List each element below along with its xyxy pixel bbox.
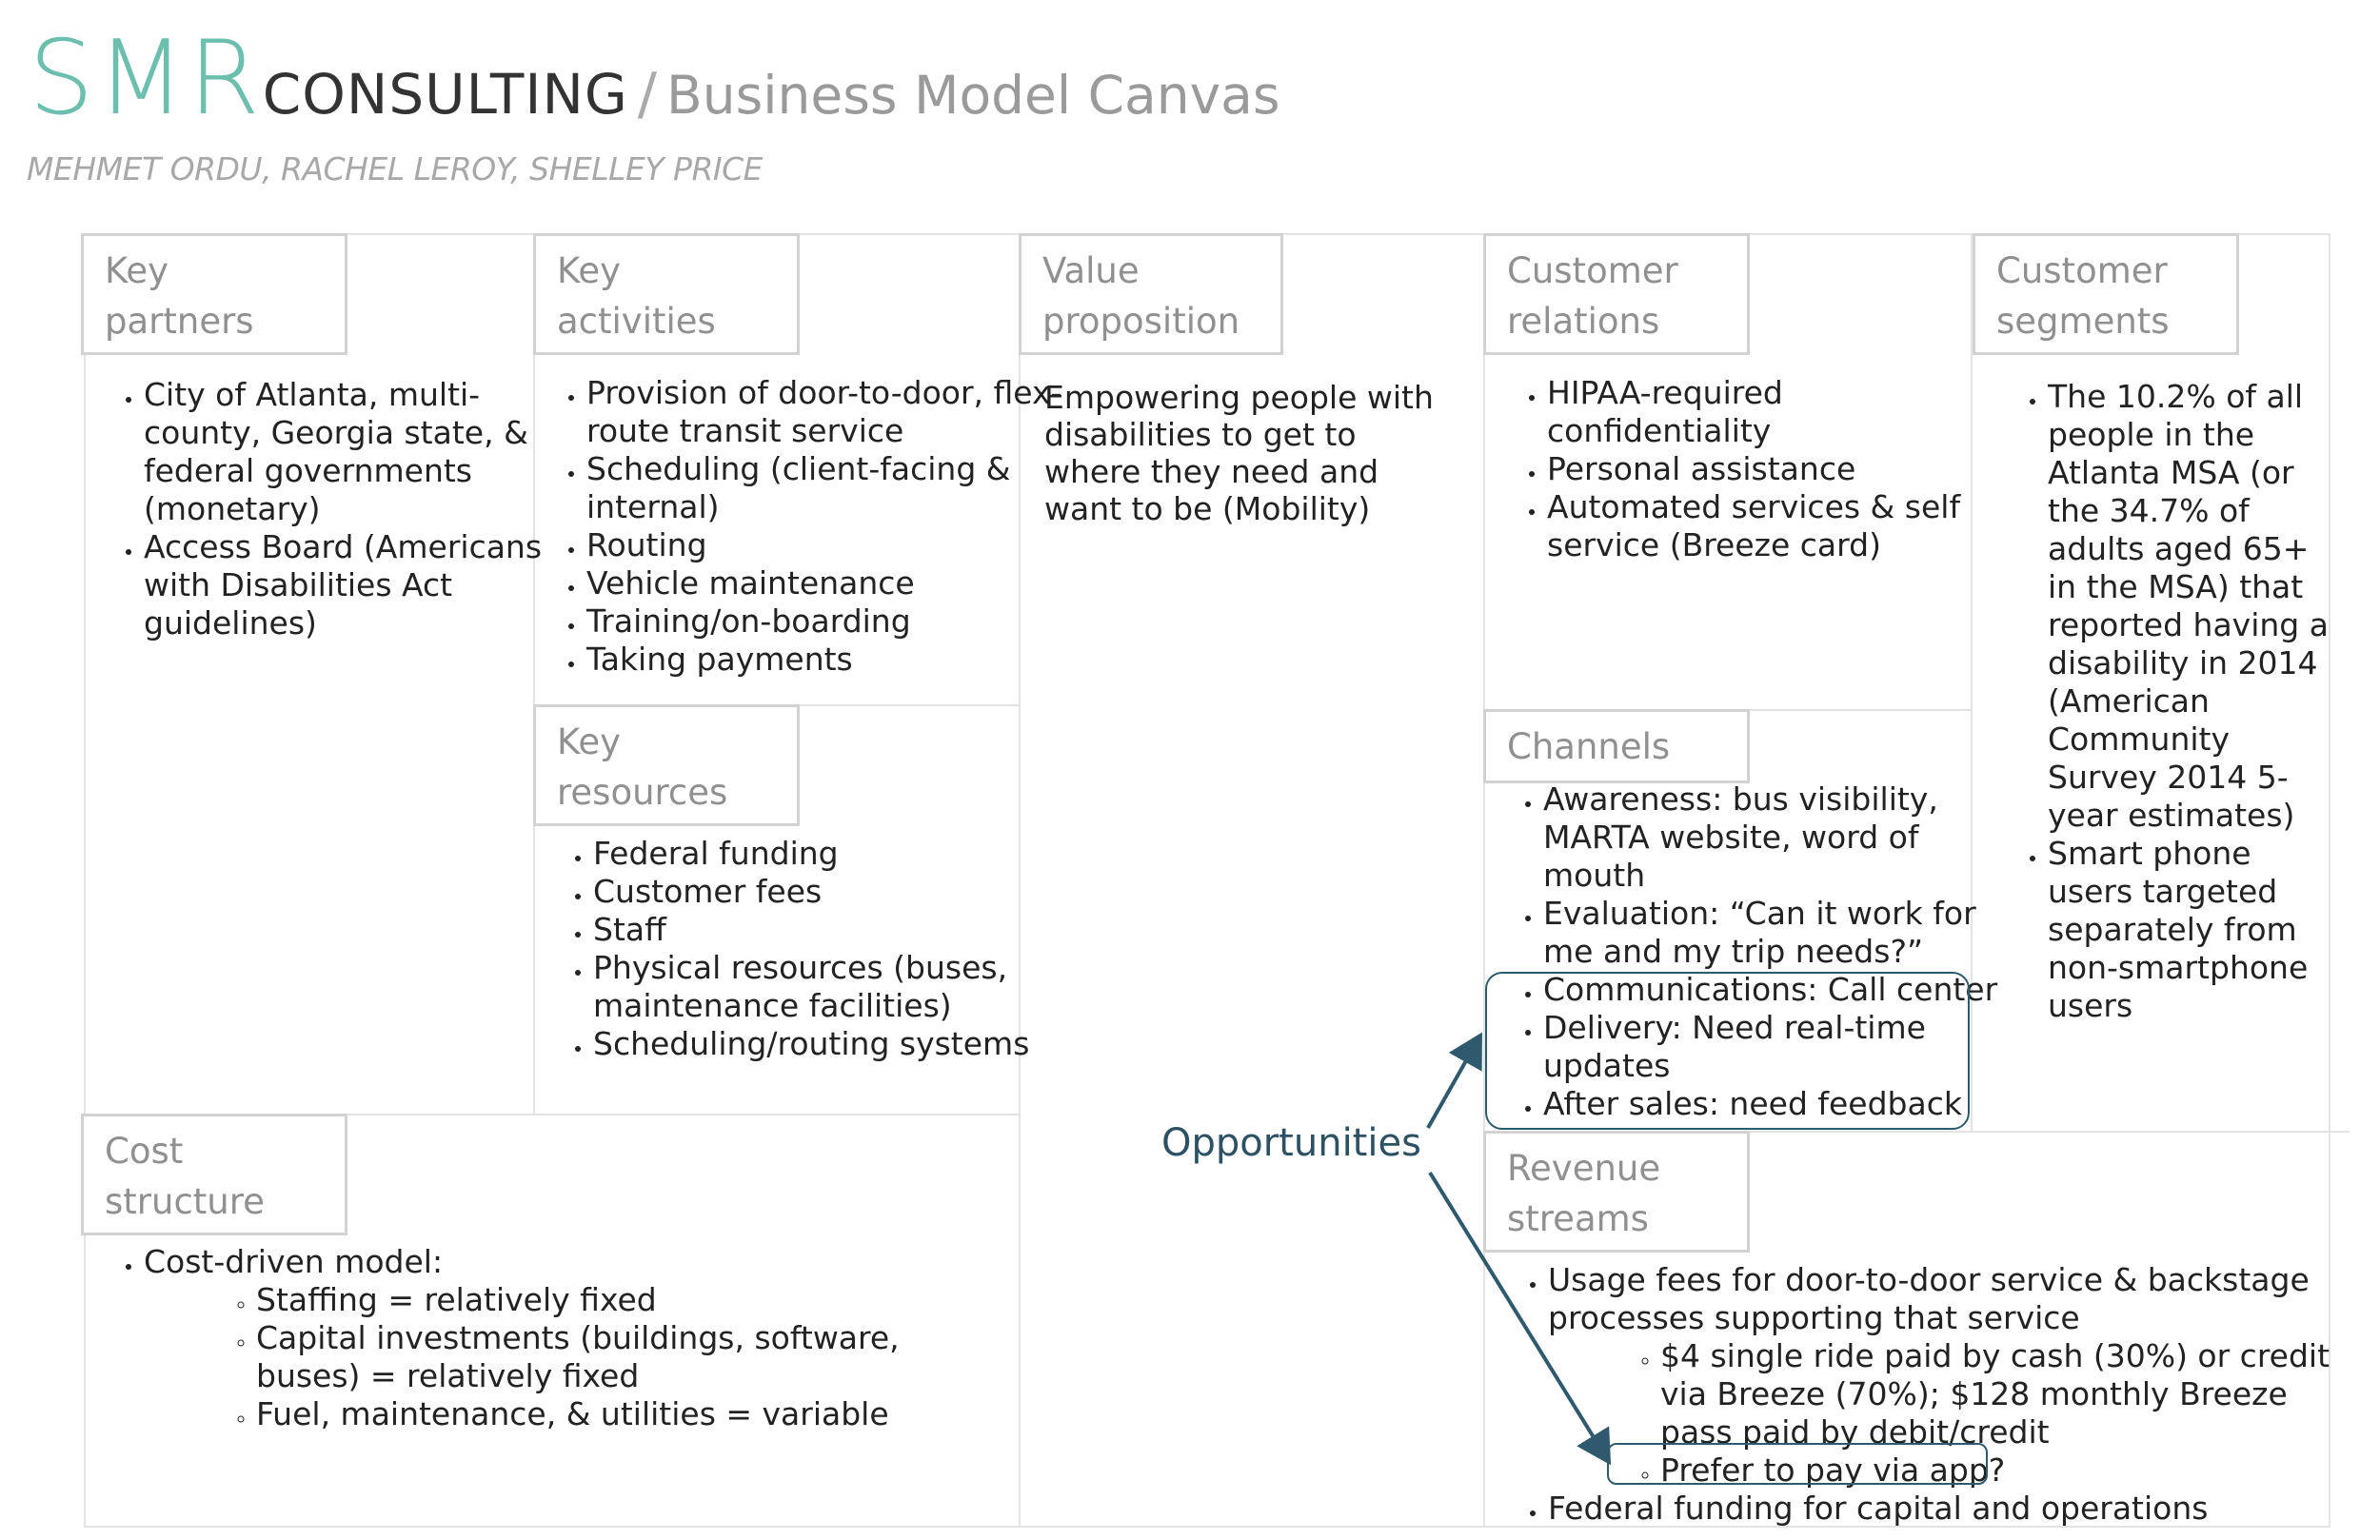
list-item: Evaluation: “Can it work for me and my t… bbox=[1543, 895, 2024, 971]
customer-relations-header: Customer relations bbox=[1483, 233, 1750, 355]
revenue-streams-list: Usage fees for door-to-door service & ba… bbox=[1502, 1261, 2357, 1528]
list-item: Awareness: bus visibility, MARTA website… bbox=[1543, 780, 2024, 895]
header-line: relations bbox=[1507, 301, 1660, 342]
divider bbox=[1483, 1131, 2350, 1133]
opportunities-label: Opportunities bbox=[1161, 1121, 1421, 1165]
list-item: Scheduling/routing systems bbox=[593, 1025, 1064, 1063]
header-line: activities bbox=[557, 301, 716, 342]
divider bbox=[1971, 233, 1973, 1133]
list-item: HIPAA-required confidentiality bbox=[1547, 374, 1994, 450]
list-item-text: Cost-driven model: bbox=[144, 1243, 444, 1280]
header-line: Customer bbox=[1507, 250, 1678, 291]
header-line: resources bbox=[557, 772, 728, 813]
header-line: proposition bbox=[1042, 301, 1240, 342]
list-item: Automated services & self service (Breez… bbox=[1547, 488, 1994, 564]
title-separator: / bbox=[637, 61, 657, 128]
list-item: Usage fees for door-to-door service & ba… bbox=[1548, 1261, 2357, 1337]
cost-structure-list: Cost-driven model: Staffing = relatively… bbox=[98, 1243, 1048, 1433]
channels-header: Channels bbox=[1483, 709, 1750, 783]
revenue-opportunity-highlight bbox=[1607, 1443, 1988, 1485]
divider bbox=[84, 1114, 1019, 1116]
customer-segments-header: Customer segments bbox=[1973, 233, 2239, 355]
list-item: Physical resources (buses, maintenance f… bbox=[593, 949, 1064, 1025]
list-item: The 10.2% of all people in the Atlanta M… bbox=[2048, 378, 2343, 835]
divider bbox=[533, 233, 535, 1114]
list-item: Fuel, maintenance, & utilities = variabl… bbox=[256, 1395, 1048, 1433]
logo-consulting: CONSULTING bbox=[262, 62, 628, 127]
header-line: Value bbox=[1042, 250, 1140, 291]
brand-title: SMRCONSULTING/Business Model Canvas bbox=[29, 19, 1280, 138]
customer-segments-list: The 10.2% of all people in the Atlanta M… bbox=[2002, 378, 2343, 1025]
key-partners-header: Key partners bbox=[81, 233, 347, 355]
list-item: Staff bbox=[593, 911, 1064, 949]
list-item: Routing bbox=[586, 526, 1062, 564]
sub-list: $4 single ride paid by cash (30%) or cre… bbox=[1548, 1337, 2357, 1490]
list-item: Federal funding for capital and operatio… bbox=[1548, 1490, 2357, 1528]
customer-relations-list: HIPAA-required confidentiality Personal … bbox=[1501, 374, 1994, 564]
sub-list: Staffing = relatively fixed Capital inve… bbox=[144, 1281, 1048, 1433]
list-item: After sales: need feedback bbox=[1543, 1085, 2024, 1123]
list-item: Capital investments (buildings, software… bbox=[256, 1319, 913, 1395]
page-title: Business Model Canvas bbox=[666, 65, 1280, 126]
header-line: Customer bbox=[1996, 250, 2168, 291]
header-line: streams bbox=[1507, 1198, 1649, 1239]
header-line: Cost bbox=[105, 1131, 184, 1172]
channels-list: Awareness: bus visibility, MARTA website… bbox=[1497, 780, 2024, 1123]
header-line: Key bbox=[557, 721, 622, 762]
list-item: Training/on-boarding bbox=[586, 602, 1062, 641]
key-activities-list: Provision of door-to-door, flex-route tr… bbox=[541, 374, 1062, 679]
header-line: Key bbox=[105, 250, 169, 291]
value-proposition-header: Value proposition bbox=[1019, 233, 1283, 355]
list-item: Access Board (Americans with Disabilitie… bbox=[144, 528, 572, 642]
key-resources-list: Federal funding Customer fees Staff Phys… bbox=[547, 835, 1064, 1063]
divider bbox=[1483, 233, 1485, 1528]
list-item: Taking payments bbox=[586, 641, 1062, 679]
header-line: Revenue bbox=[1507, 1148, 1661, 1189]
list-item: Scheduling (client-facing & internal) bbox=[586, 450, 1062, 526]
list-item: Smart phone users targeted separately fr… bbox=[2048, 835, 2343, 1025]
list-item: Personal assistance bbox=[1547, 450, 1994, 488]
header-line: Channels bbox=[1507, 726, 1671, 767]
header-line: Key bbox=[557, 250, 622, 291]
key-activities-header: Key activities bbox=[533, 233, 800, 355]
header-line: partners bbox=[105, 301, 254, 342]
list-item: Communications: Call center bbox=[1543, 971, 2024, 1009]
list-item: Provision of door-to-door, flex-route tr… bbox=[586, 374, 1062, 450]
key-partners-list: City of Atlanta, multi-county, Georgia s… bbox=[98, 376, 572, 642]
logo-smr: SMR bbox=[29, 19, 263, 138]
list-item: City of Atlanta, multi-county, Georgia s… bbox=[144, 376, 572, 528]
sub-list-container: $4 single ride paid by cash (30%) or cre… bbox=[1548, 1337, 2357, 1490]
list-item: $4 single ride paid by cash (30%) or cre… bbox=[1660, 1337, 2357, 1451]
divider bbox=[1019, 233, 1021, 1528]
key-resources-header: Key resources bbox=[533, 704, 800, 826]
cost-structure-header: Cost structure bbox=[81, 1114, 347, 1235]
value-proposition-text: Empowering people with disabilities to g… bbox=[1044, 379, 1434, 527]
revenue-streams-header: Revenue streams bbox=[1483, 1131, 1750, 1253]
list-item: Federal funding bbox=[593, 835, 1064, 873]
list-item: Prefer to pay via app? bbox=[1660, 1451, 2357, 1490]
list-item: Cost-driven model: Staffing = relatively… bbox=[144, 1243, 1048, 1433]
list-item: Vehicle maintenance bbox=[586, 564, 1062, 602]
list-item: Staffing = relatively fixed bbox=[256, 1281, 1048, 1319]
header-line: segments bbox=[1996, 301, 2170, 342]
list-item: Delivery: Need real-time updates bbox=[1543, 1009, 2024, 1085]
authors: MEHMET ORDU, RACHEL LEROY, SHELLEY PRICE bbox=[27, 150, 764, 188]
channels-opportunity-highlight bbox=[1485, 972, 1970, 1130]
list-item: Customer fees bbox=[593, 873, 1064, 911]
header-line: structure bbox=[105, 1181, 265, 1222]
